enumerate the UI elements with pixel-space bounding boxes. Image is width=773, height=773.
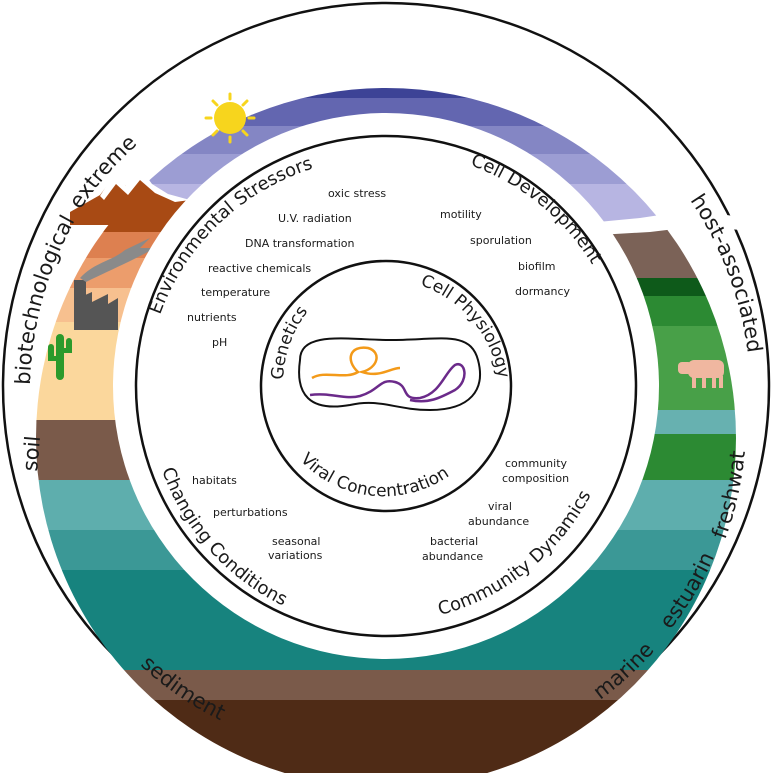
item-dormancy: dormancy [515, 285, 571, 298]
cell-icon [298, 337, 481, 412]
snow-ridge [598, 212, 760, 235]
item-perturbations: perturbations [213, 506, 288, 519]
item-community: community [505, 457, 568, 470]
sun-icon [204, 92, 256, 144]
item-bacterial: bacterial [430, 535, 478, 548]
item-nutrients: nutrients [187, 311, 237, 324]
item-motility: motility [440, 208, 482, 221]
item-dna-transformation: DNA transformation [245, 237, 354, 250]
item-seasonal: seasonal [272, 535, 320, 548]
item-temperature: temperature [201, 286, 270, 299]
item-bacterial-abundance: abundance [422, 550, 483, 563]
item-viral-abundance: abundance [468, 515, 529, 528]
item-sporulation: sporulation [470, 234, 532, 247]
item-biofilm: biofilm [518, 260, 555, 273]
item-ph: pH [212, 336, 227, 349]
item-oxic-stress: oxic stress [328, 187, 386, 200]
item-viral: viral [488, 500, 512, 513]
item-composition: composition [502, 472, 569, 485]
mountain-icon [70, 165, 190, 225]
factory-icon [74, 238, 155, 330]
cow-icon [678, 360, 724, 388]
middle-ring-border [134, 134, 638, 638]
item-variations: variations [268, 549, 323, 562]
item-uv-radiation: U.V. radiation [278, 212, 352, 225]
label-soil: soil [18, 435, 45, 472]
item-habitats: habitats [192, 474, 237, 487]
cactus-icon [48, 334, 72, 380]
item-reactive-chemicals: reactive chemicals [208, 262, 311, 275]
